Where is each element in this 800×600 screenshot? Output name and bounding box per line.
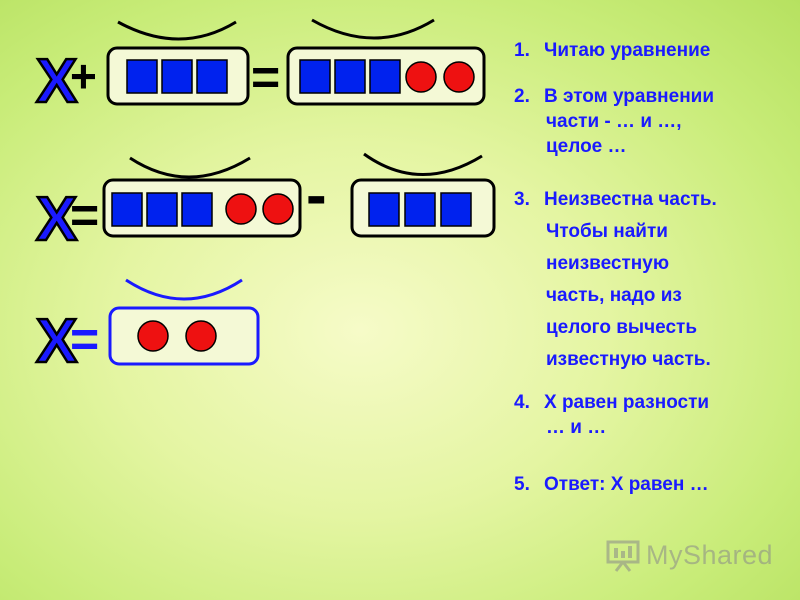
unknown-x-row2: X [36,185,77,254]
answer-box [108,306,260,366]
square-token [404,192,436,227]
step-text: неизвестную [546,253,670,274]
step-number: 3. [514,189,530,210]
square-token [196,59,228,94]
plus-sign: + [70,50,97,102]
square-token [368,192,400,227]
step-text: Ответ: Х равен … [544,474,709,495]
circle-token [137,320,169,352]
square-token [334,59,366,94]
step-number: 5. [514,474,530,495]
watermark: MyShared [606,533,776,577]
unknown-x-row3: X [36,307,77,376]
step-4: 4. Х равен разности … и … [514,390,796,440]
step-text: части - … и …, [546,111,682,132]
circle-token [225,193,257,225]
step-text: известную часть. [546,349,711,370]
square-token [161,59,193,94]
answer-box-row3 [108,278,260,366]
circle-token [443,61,475,93]
brace-arc [129,156,251,179]
circle-token [262,193,294,225]
brace-arc [117,20,237,41]
square-token [369,59,401,94]
step-text: Неизвестна часть. [544,189,717,210]
step-2: 2. В этом уравнении части - … и …, целое … [514,84,796,159]
equals-sign-row1: = [251,49,280,105]
square-token [126,59,158,94]
equals-sign-row2: = [70,187,99,243]
step-text: Х равен разности [544,392,710,413]
part-box-row1 [106,20,250,106]
step-text: В этом уравнении [544,86,715,107]
brace-arc [311,18,435,40]
circle-token [185,320,217,352]
step-1: 1. Читаю уравнение [514,38,796,63]
whole-box-row1 [286,18,486,106]
square-token [181,192,213,227]
equals-sign-row3: = [70,311,99,367]
square-token [146,192,178,227]
circle-token [405,61,437,93]
minus-sign: - [306,161,327,230]
brace-arc [363,152,483,176]
step-number: 1. [514,40,530,61]
step-5: 5. Ответ: Х равен … [514,472,796,497]
whole-box-row2 [102,156,302,238]
step-3: 3. Неизвестна часть. Чтобы найти неизвест… [514,184,796,376]
square-token [299,59,331,94]
brace-arc [125,278,243,301]
step-text: Читаю уравнение [544,40,711,61]
step-text: целого вычесть [546,317,698,338]
square-token [111,192,143,227]
step-text: Чтобы найти [546,221,668,242]
square-token [440,192,472,227]
step-text: … и … [546,417,607,438]
unknown-x-row1: X [36,47,77,116]
watermark-text: MyShared [646,539,774,570]
step-number: 4. [514,392,530,413]
step-text: целое … [546,136,627,157]
presentation-board-icon [606,540,640,572]
step-number: 2. [514,86,530,107]
step-text: часть, надо из [546,285,682,306]
part-box-row2 [350,152,496,238]
